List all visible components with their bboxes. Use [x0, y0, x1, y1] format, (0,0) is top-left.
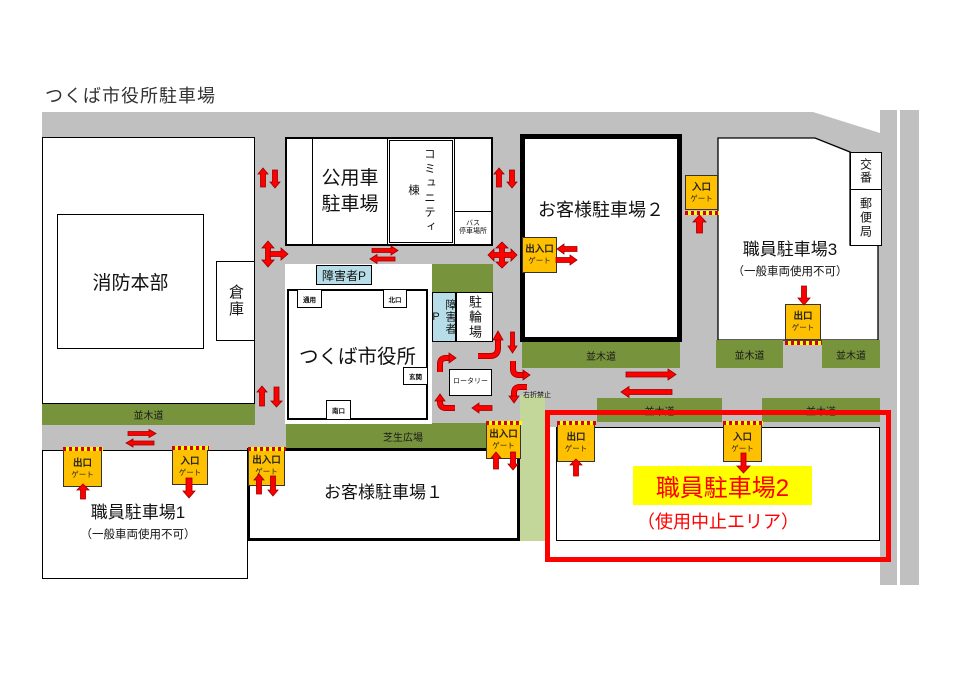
main-entrance-label: 玄関: [409, 374, 422, 381]
tree-lined-path-label: 並木道: [836, 350, 866, 362]
visitor-lot-2-name: お客様駐車場２: [538, 200, 664, 220]
rotary: ロータリー: [449, 369, 492, 396]
police-box: 交番: [850, 152, 882, 190]
community-building-label: コミュニティ棟: [407, 148, 435, 235]
staff-lot-3-note: （一般車両使用不可）: [732, 266, 848, 278]
visitor-lot-1-west-gate: 出入口 ゲート: [247, 446, 286, 486]
lawn-plaza: 芝生広場: [286, 423, 520, 449]
police-box-label: 交番: [858, 158, 873, 184]
gate-type: 入口: [691, 181, 711, 193]
staff-lot-3-name: 職員駐車場3: [742, 240, 838, 259]
gate-label: ゲート: [690, 193, 713, 203]
bus-stop: バス 停車場所: [455, 211, 491, 244]
gate-barrier: [62, 446, 103, 451]
service-entrance-label: 通用: [303, 296, 316, 304]
tree-lined-path: 並木道: [822, 340, 880, 368]
community-building: コミュニティ棟: [387, 138, 455, 245]
tree-lined-path-label: 並木道: [133, 410, 164, 422]
fire-headquarters-label: 消防本部: [92, 273, 169, 294]
block-divider: [312, 139, 313, 244]
tree-lined-path: 並木道: [522, 342, 680, 368]
city-hall-building: つくば市役所 通用 北口 玄関 南口: [287, 289, 428, 420]
gate-type: 出入口: [489, 429, 518, 440]
visitor-lot-1-name: お客様駐車場１: [324, 483, 443, 502]
bus-stop-line2: 停車場所: [459, 228, 487, 235]
gate-barrier: [722, 420, 763, 425]
disabled-parking-north: 障害者P: [316, 265, 372, 285]
gate-label: ゲート: [178, 468, 202, 478]
official-parking-line1: 公用車: [321, 167, 379, 189]
staff-lot-1-note: （一般車両使用不可）: [80, 529, 196, 541]
gate-barrier: [171, 445, 209, 450]
city-hall-label: つくば市役所: [298, 346, 416, 368]
gate-label: ゲート: [528, 256, 551, 266]
tree-lined-path: 並木道: [42, 403, 255, 425]
gate-label: ゲート: [731, 444, 754, 454]
visitor-parking-lot-1: お客様駐車場１: [247, 448, 520, 541]
gate-barrier: [485, 420, 522, 425]
bicycle-parking-label: 駐輪場: [467, 294, 482, 340]
bus-stop-line1: バス: [466, 219, 480, 227]
fire-headquarters: 消防本部: [57, 214, 204, 349]
gate-type: 出口: [566, 432, 586, 444]
staff-lot-1-exit-gate: 出口 ゲート: [62, 446, 103, 487]
no-right-turn-sign: 右折禁止: [523, 392, 551, 399]
staff-lot-2-name-highlight: 職員駐車場2: [633, 466, 812, 505]
main-entrance: 玄関: [403, 367, 428, 385]
light-green-strip: [520, 395, 545, 541]
rotary-label: ロータリー: [453, 378, 488, 386]
disabled-parking-east: 障害者P: [430, 292, 456, 342]
service-entrance: 通用: [297, 289, 322, 308]
gate-label: ゲート: [492, 440, 515, 450]
south-entrance: 南口: [326, 400, 351, 420]
staff-lot-2-note: （使用中止エリア）: [637, 512, 799, 532]
road-center-line: [897, 110, 900, 585]
green-area-north-of-bicycle-parking: [432, 264, 493, 292]
gate-label: ゲート: [71, 469, 94, 479]
gate-label: ゲート: [564, 444, 588, 454]
gate-barrier: [784, 340, 822, 345]
visitor-lot-1-east-gate: 出入口 ゲート: [485, 420, 522, 459]
tree-lined-path-label: 並木道: [586, 351, 616, 363]
staff-lot-2-entrance-gate: 入口 ゲート: [722, 420, 763, 462]
gate-type: 出入口: [252, 455, 281, 466]
official-parking-line2: 駐車場: [321, 193, 379, 215]
staff-lot-2-name: 職員駐車場2: [655, 475, 790, 502]
staff-lot-3-exit-gate: 出口 ゲート: [784, 304, 822, 345]
gate-label: ゲート: [255, 466, 278, 476]
fire-department-site: 消防本部 倉庫: [42, 137, 255, 404]
warehouse-label: 倉庫: [227, 284, 244, 318]
gate-barrier: [247, 446, 286, 451]
warehouse: 倉庫: [216, 261, 255, 341]
disabled-parking-east-label: 障害者P: [430, 299, 456, 335]
visitor-lot-2-gate: 出入口 ゲート: [522, 237, 557, 273]
tree-lined-path: 並木道: [716, 340, 783, 368]
gate-barrier: [684, 210, 719, 215]
staff-lot-2-exit-gate: 出口 ゲート: [556, 420, 596, 462]
gate-type: 入口: [180, 456, 200, 468]
official-vehicle-block: 公用車 駐車場 コミュニティ棟 バス 停車場所: [285, 137, 493, 246]
staff-parking-lot-2: 職員駐車場2 （使用中止エリア）: [556, 427, 880, 541]
south-entrance-label: 南口: [332, 408, 345, 415]
gate-label: ゲート: [791, 323, 815, 333]
gate-type: 入口: [732, 432, 752, 444]
gate-barrier: [556, 420, 596, 425]
tree-lined-path-label: 並木道: [734, 350, 765, 362]
north-entrance: 北口: [383, 289, 407, 308]
staff-lot-1-name: 職員駐車場1: [90, 503, 186, 522]
gate-type: 出口: [793, 311, 813, 323]
north-entrance-label: 北口: [388, 296, 402, 304]
post-office-label: 郵便局: [858, 196, 873, 239]
post-office: 郵便局: [850, 189, 882, 246]
gate-type: 出口: [72, 457, 92, 469]
staff-lot-1-entrance-gate: 入口 ゲート: [171, 445, 209, 485]
gate-type: 出入口: [525, 244, 554, 256]
closed-area-border: [545, 410, 891, 562]
official-vehicle-parking: 公用車 駐車場: [313, 139, 387, 244]
lawn-plaza-label: 芝生広場: [383, 432, 423, 444]
disabled-parking-north-label: 障害者P: [321, 268, 366, 283]
east-entrance-gate: 入口 ゲート: [684, 175, 719, 215]
bicycle-parking: 駐輪場: [456, 292, 493, 342]
map-title: つくば市役所駐車場: [45, 86, 216, 106]
